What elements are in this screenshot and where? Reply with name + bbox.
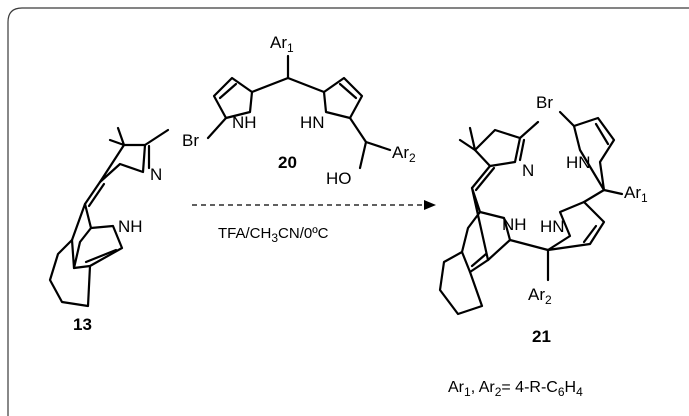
compound-13-label: 13 [73,315,92,334]
scheme-frame [7,7,689,416]
reaction-conditions: TFA/CH3CN/0ºC [218,225,329,245]
n-atom-label: N [522,161,534,180]
ar1-label: Ar1 [270,33,294,55]
nh-atom-label: NH [118,217,143,236]
compound-21-label: 21 [532,327,551,346]
ho-group-label: HO [326,169,352,188]
nh-atom-label: NH [232,113,257,132]
br-atom-label: Br [182,131,199,150]
ar2-label: Ar2 [528,285,552,307]
hn-atom-label: HN [566,153,591,172]
n-atom-label: N [150,165,162,184]
compound-20-structure [206,54,392,170]
reaction-arrow-head [424,200,436,210]
compound-20-label: 20 [278,153,297,172]
compound-13-structure [48,126,170,308]
hn-atom-label: HN [300,113,325,132]
nh-atom-label: NH [502,215,527,234]
aryl-definition: Ar1, Ar2= 4-R-C6H4 [448,379,583,399]
hn-atom-label: HN [540,217,565,236]
br-atom-label: Br [536,93,553,112]
ar1-label: Ar1 [624,183,648,205]
compound-21-structure [438,110,624,316]
ar2-label: Ar2 [392,143,416,165]
